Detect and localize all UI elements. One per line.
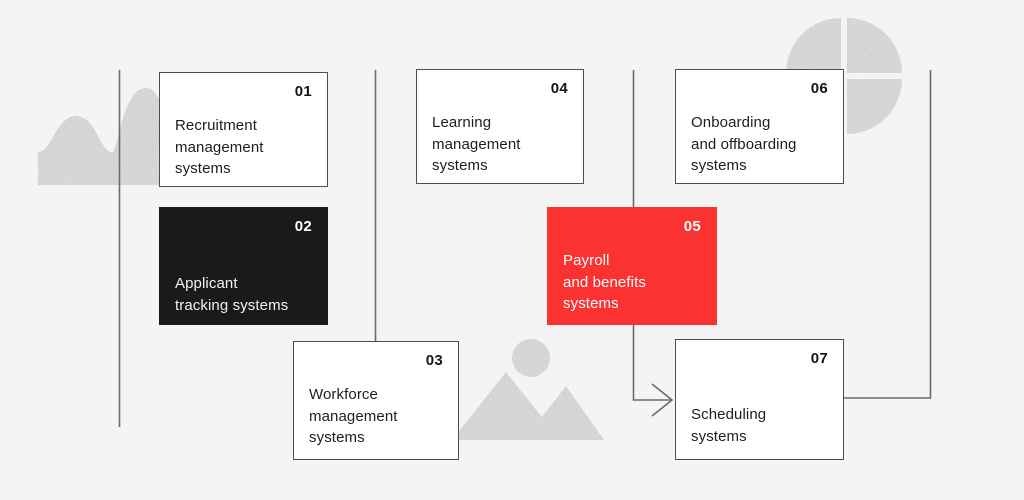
card-title-03: Workforce management systems — [309, 386, 398, 446]
card-number-07: 07 — [810, 350, 828, 367]
flow-card-03[interactable]: 03 Workforce management systems — [293, 341, 459, 460]
connector-rail-4 — [844, 70, 932, 399]
card-number-03: 03 — [425, 352, 443, 369]
flow-card-02[interactable]: 02 Applicant tracking systems — [159, 207, 328, 325]
card-number-06: 06 — [810, 80, 828, 97]
card-number-01: 01 — [294, 83, 312, 100]
card-title-06: Onboarding and offboarding systems — [691, 114, 797, 174]
flow-card-06[interactable]: 06 Onboarding and offboarding systems — [675, 69, 844, 184]
card-title-04: Learning management systems — [432, 114, 521, 174]
grainy-mountains-and-sun-shape — [452, 339, 604, 440]
flow-card-01[interactable]: 01 Recruitment management systems — [159, 72, 328, 187]
card-number-04: 04 — [550, 80, 568, 97]
flow-card-05[interactable]: 05 Payroll and benefits systems — [547, 207, 717, 325]
flow-card-04[interactable]: 04 Learning management systems — [416, 69, 584, 184]
flow-card-07[interactable]: 07 Scheduling systems — [675, 339, 844, 460]
card-title-07: Scheduling systems — [691, 406, 767, 445]
grainy-hills-shape — [38, 87, 176, 185]
card-number-02: 02 — [294, 218, 312, 235]
card-title-01: Recruitment management systems — [175, 117, 264, 177]
card-number-05: 05 — [683, 218, 701, 235]
arrow-head-icon — [651, 383, 674, 417]
card-title-02: Applicant tracking systems — [175, 275, 289, 314]
card-title-05: Payroll and benefits systems — [563, 252, 646, 312]
